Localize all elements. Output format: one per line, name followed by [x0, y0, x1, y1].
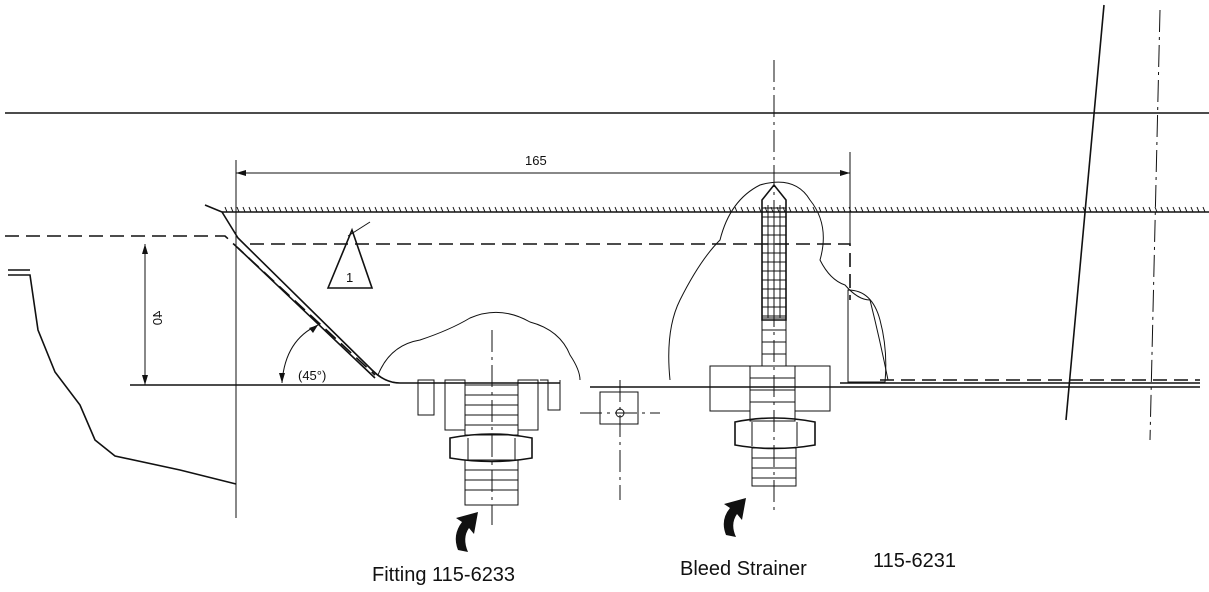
dimension-165: 165: [236, 152, 851, 245]
left-wall: [8, 269, 237, 485]
dimension-length-text: 165: [525, 153, 547, 168]
panel-inner-line: [237, 247, 376, 379]
dashed-outline-top: [250, 243, 851, 300]
dimension-height-text: 40: [150, 311, 165, 325]
angle-text: (45°): [298, 368, 326, 383]
crosshatch-region: [847, 289, 887, 383]
strainer-arrow-icon: [723, 498, 746, 537]
cutaway-left: [377, 311, 581, 381]
skin-texture: [224, 206, 1206, 213]
drain-fitting: [580, 380, 660, 500]
bleed-strainer-assembly: [709, 60, 831, 510]
note-number: 1: [346, 270, 353, 285]
dashed-outline-left: [5, 235, 376, 376]
fitting-assembly-left: [417, 330, 561, 525]
panel-outline: [204, 204, 1200, 384]
bleed-strainer-part-number: 115-6231: [873, 550, 957, 572]
dimension-40: 40: [142, 244, 165, 385]
bleed-strainer-label: Bleed Strainer: [680, 558, 807, 580]
fitting-arrow-icon: [455, 512, 478, 552]
right-structure-line-2: [1149, 9, 1161, 441]
fitting-label: Fitting 115-6233: [372, 564, 516, 586]
cutaway-right: [668, 181, 889, 381]
angle-45-indicator: (45°): [279, 324, 326, 384]
note-triangle: 1: [326, 221, 374, 289]
